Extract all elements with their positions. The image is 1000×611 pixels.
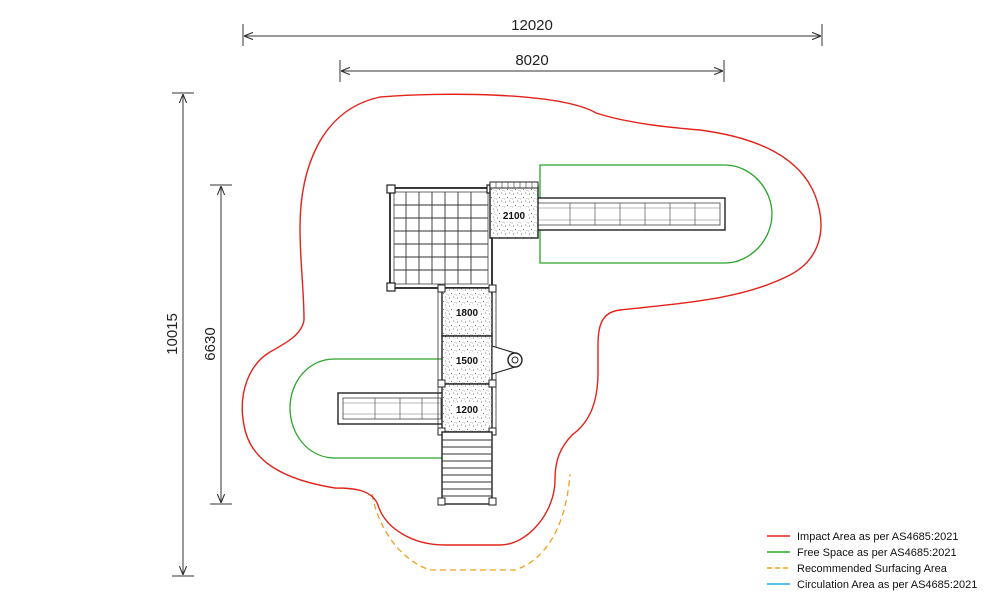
free-space-outline-right: [539, 164, 773, 264]
free-space-outline-left: [289, 358, 442, 459]
dimension-play-width: 8020: [339, 52, 725, 82]
legend-label-recommended-surfacing: Recommended Surfacing Area: [797, 563, 948, 575]
legend-item-free-space: Free Space as per AS4685:2021: [767, 547, 957, 559]
legend-label-impact-area: Impact Area as per AS4685:2021: [797, 531, 958, 543]
dimension-label-overall-width: 12020: [511, 17, 553, 34]
legend-item-recommended-surfacing: Recommended Surfacing Area: [767, 563, 948, 575]
dimension-label-play-length: 6630: [202, 327, 219, 360]
recommended-surfacing-outline: [371, 473, 571, 571]
deck-upper: 1800: [441, 287, 493, 337]
deck-label-upper: 1800: [456, 308, 479, 319]
dimension-label-play-width: 8020: [515, 52, 548, 69]
deck-label-top-right: 2100: [503, 211, 526, 222]
impact-area-outline: [241, 93, 822, 546]
legend-item-circulation-area: Circulation Area as per AS4685:2021: [767, 579, 977, 591]
climbing-net-frame: [386, 184, 496, 292]
dimension-label-overall-length: 10015: [164, 313, 181, 355]
slide-right: [529, 197, 726, 231]
dimension-play-length: 6630: [202, 184, 232, 505]
steering-wheel-panel: [491, 345, 523, 375]
deck-top-right: 2100: [489, 181, 539, 239]
legend-label-circulation-area: Circulation Area as per AS4685:2021: [797, 579, 977, 591]
legend: Impact Area as per AS4685:2021 Free Spac…: [767, 531, 977, 591]
dimension-overall-width: 12020: [242, 17, 823, 46]
deck-lower: 1200: [441, 383, 493, 433]
deck-label-middle: 1500: [456, 356, 479, 367]
dimension-overall-length: 10015: [164, 92, 194, 577]
legend-label-free-space: Free Space as per AS4685:2021: [797, 547, 957, 559]
deck-middle: 1500: [441, 335, 493, 385]
legend-item-impact-area: Impact Area as per AS4685:2021: [767, 531, 958, 543]
deck-label-lower: 1200: [456, 405, 479, 416]
access-ladder: [437, 431, 497, 506]
slide-left: [337, 392, 447, 425]
